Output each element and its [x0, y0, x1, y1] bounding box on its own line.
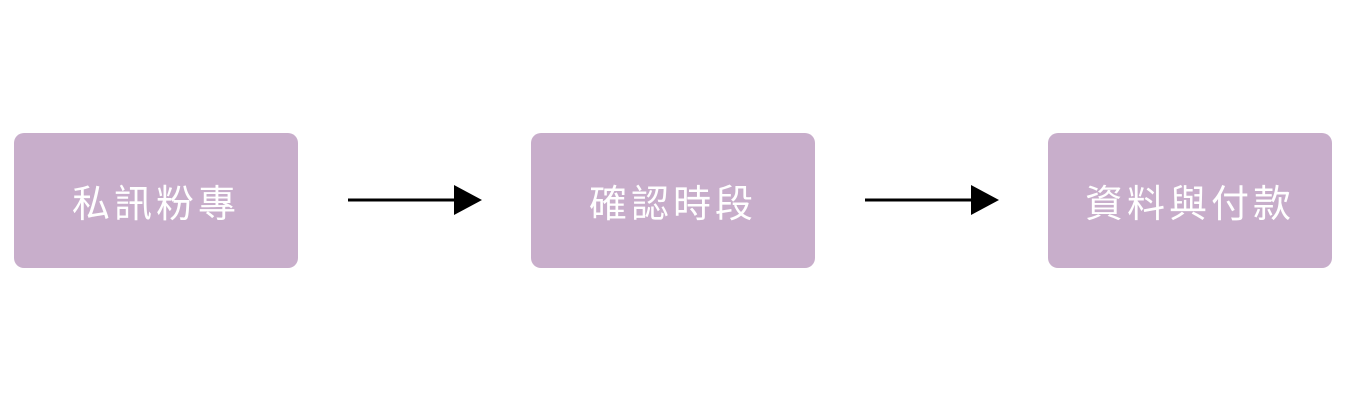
step-1-box: 私訊粉專 — [14, 133, 298, 268]
arrow-icon — [348, 185, 482, 215]
arrow-icon — [865, 185, 999, 215]
step-2-box: 確認時段 — [531, 133, 815, 268]
step-3-box: 資料與付款 — [1048, 133, 1332, 268]
